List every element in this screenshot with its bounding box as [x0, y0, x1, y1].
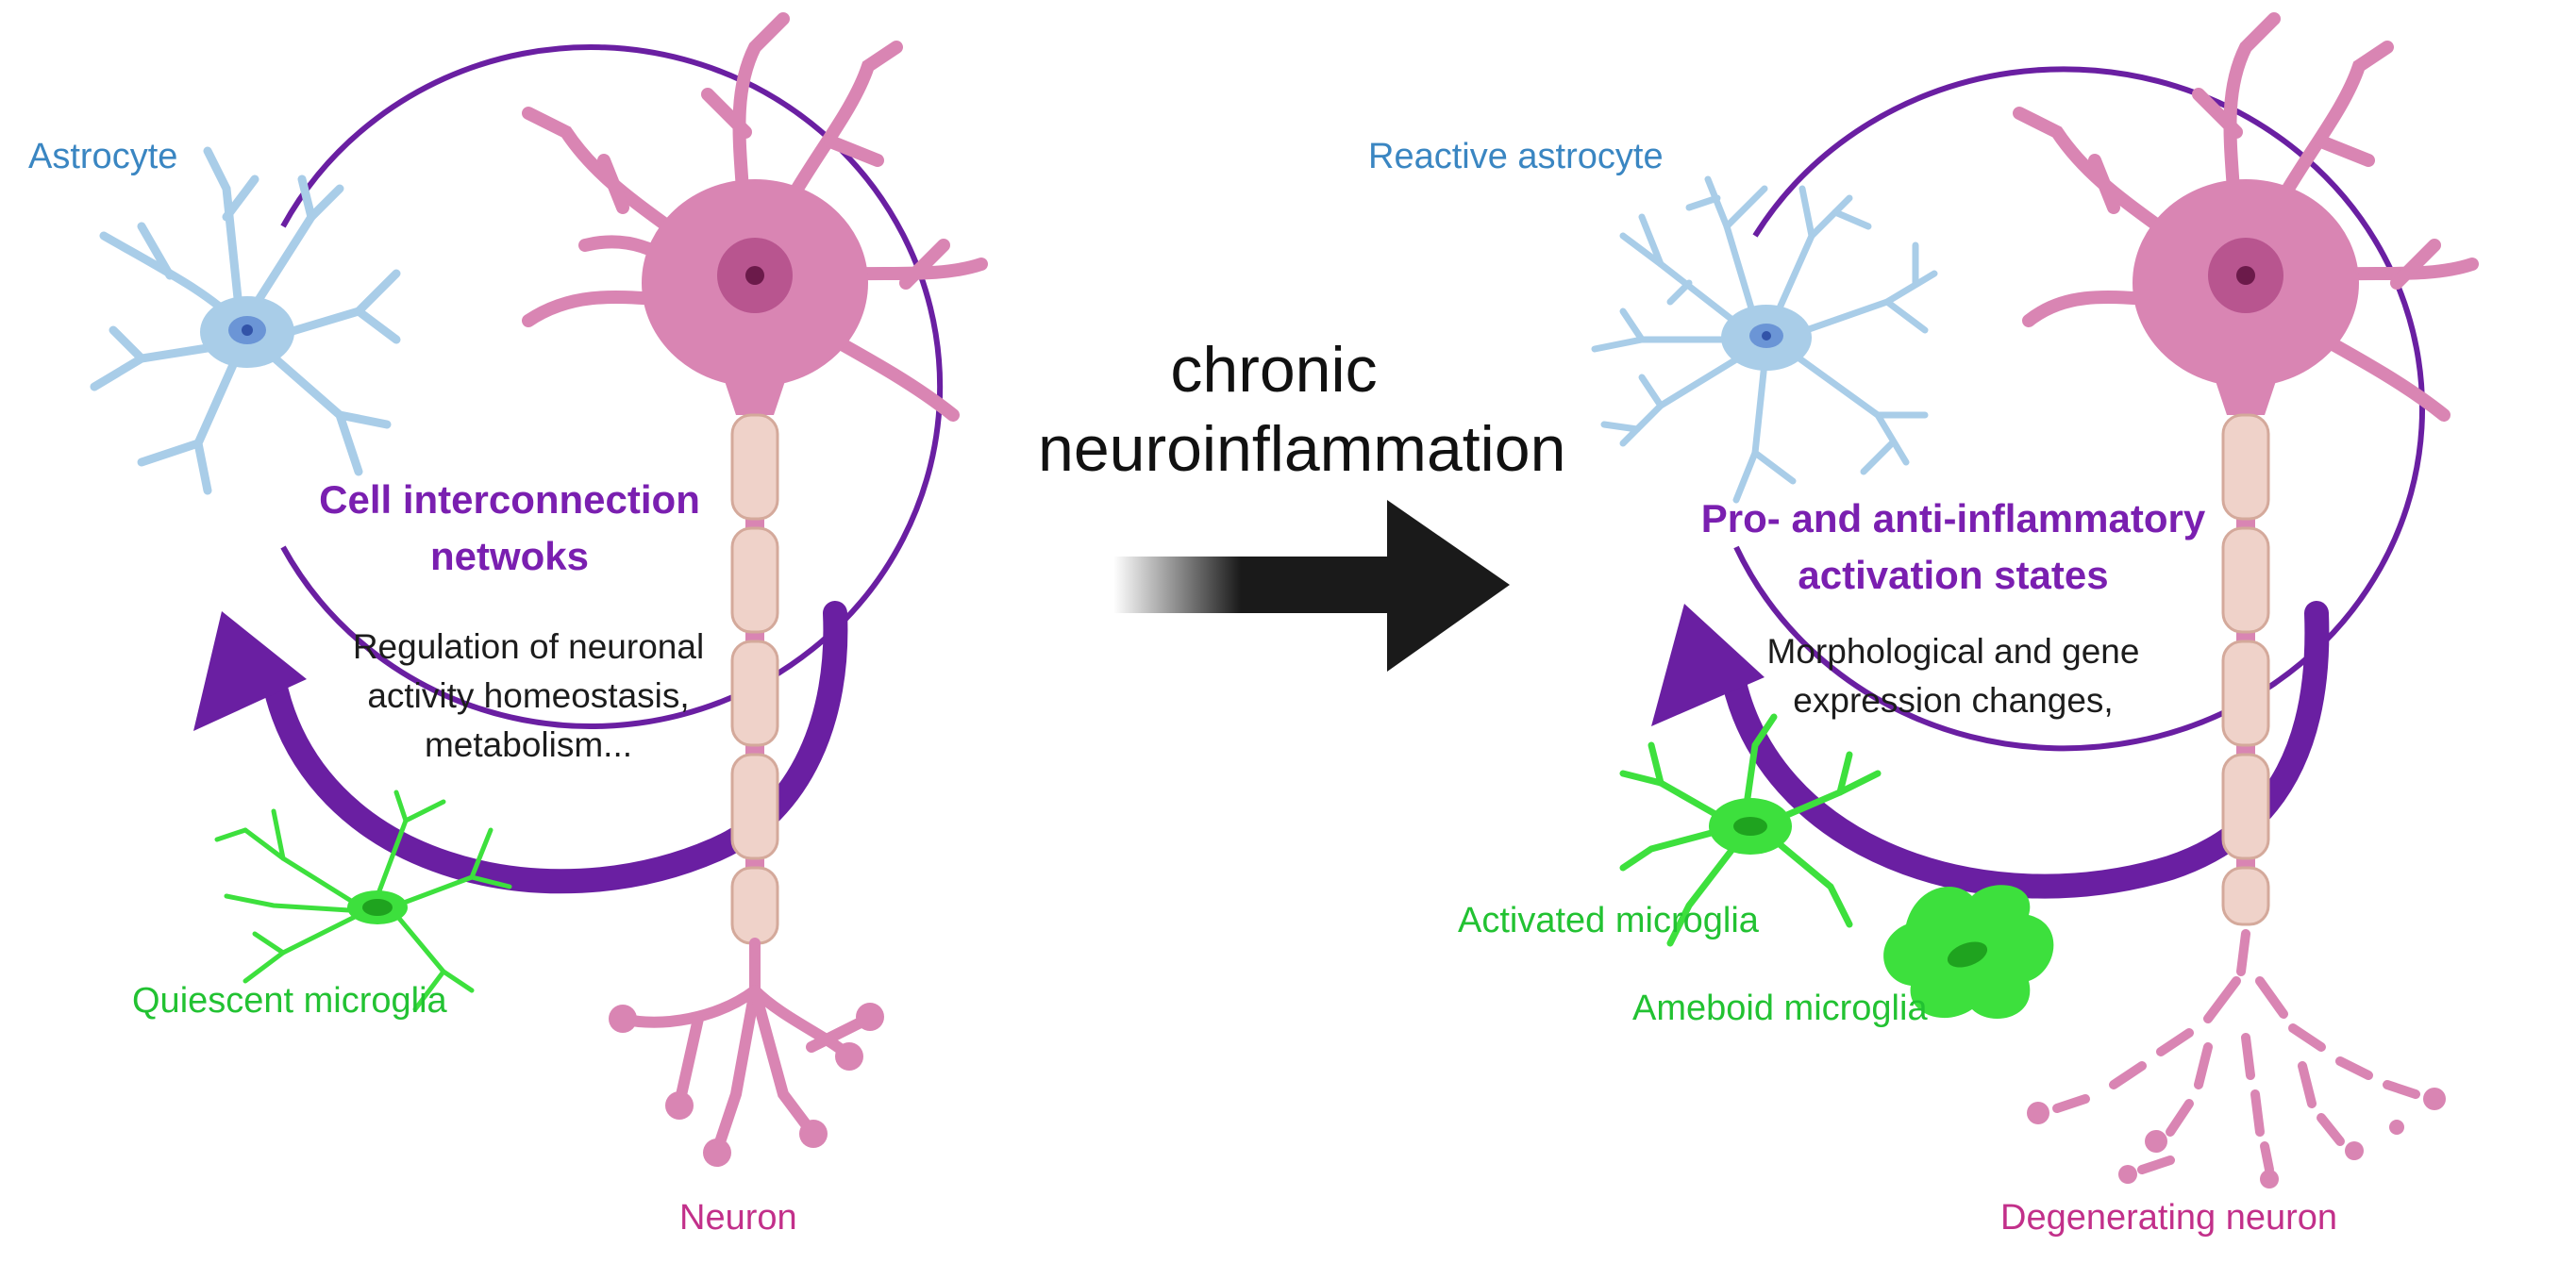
left-body-line2: activity homeostasis, — [367, 676, 690, 715]
right-body: Morphological and gene expression change… — [1736, 627, 2170, 725]
left-cycle-arc-thick — [261, 601, 848, 894]
right-cycle-arc — [1733, 66, 2426, 752]
center-caption: chronic neuroinflammation — [1038, 330, 1566, 489]
left-cycle-arc — [280, 44, 944, 729]
reactive-astrocyte-cell — [1591, 175, 1938, 504]
neuron-label: Neuron — [679, 1198, 797, 1238]
right-title: Pro- and anti-inflammatory activation st… — [1651, 490, 2255, 604]
astrocyte-label: Astrocyte — [28, 137, 178, 176]
left-panel — [90, 12, 988, 1167]
left-title: Cell interconnection netwoks — [302, 472, 717, 585]
right-panel — [1591, 12, 2479, 1189]
right-title-line1: Pro- and anti-inflammatory — [1700, 496, 2206, 540]
astrocyte-cell — [90, 146, 401, 495]
quiescent-microglia-label: Quiescent microglia — [132, 981, 447, 1021]
center-caption-line1: chronic — [1170, 334, 1378, 406]
ameboid-microglia-label: Ameboid microglia — [1632, 989, 1928, 1028]
left-body-line1: Regulation of neuronal — [352, 627, 705, 666]
left-body: Regulation of neuronal activity homeosta… — [330, 623, 727, 770]
myelin-sheath — [730, 413, 779, 945]
degenerating-myelin-sheath — [2221, 413, 2270, 926]
right-cycle-arrowhead — [1651, 604, 1765, 726]
left-cycle-arrowhead — [193, 611, 307, 731]
axon-terminals — [617, 938, 874, 1156]
right-title-line2: activation states — [1798, 553, 2109, 597]
activated-microglia-label: Activated microglia — [1458, 901, 1759, 940]
transition-arrow — [1113, 500, 1510, 672]
transition-arrow-head — [1387, 500, 1510, 672]
quiescent-microglia-cell — [214, 790, 512, 1012]
center-caption-line2: neuroinflammation — [1038, 413, 1566, 485]
right-cycle-arc-thick — [1719, 601, 2330, 899]
left-body-line3: metabolism... — [424, 725, 632, 764]
fragmented-terminals — [2052, 929, 2420, 1174]
reactive-astrocyte-label: Reactive astrocyte — [1368, 137, 1664, 176]
left-title-line2: netwoks — [429, 534, 590, 578]
right-body-line1: Morphological and gene — [1766, 632, 2140, 671]
right-body-line2: expression changes, — [1793, 681, 2114, 720]
activated-microglia-cell — [1619, 713, 1882, 947]
left-title-line1: Cell interconnection — [319, 477, 700, 522]
degenerating-neuron-label: Degenerating neuron — [2000, 1198, 2338, 1238]
transition-arrow-shaft — [1113, 557, 1397, 613]
